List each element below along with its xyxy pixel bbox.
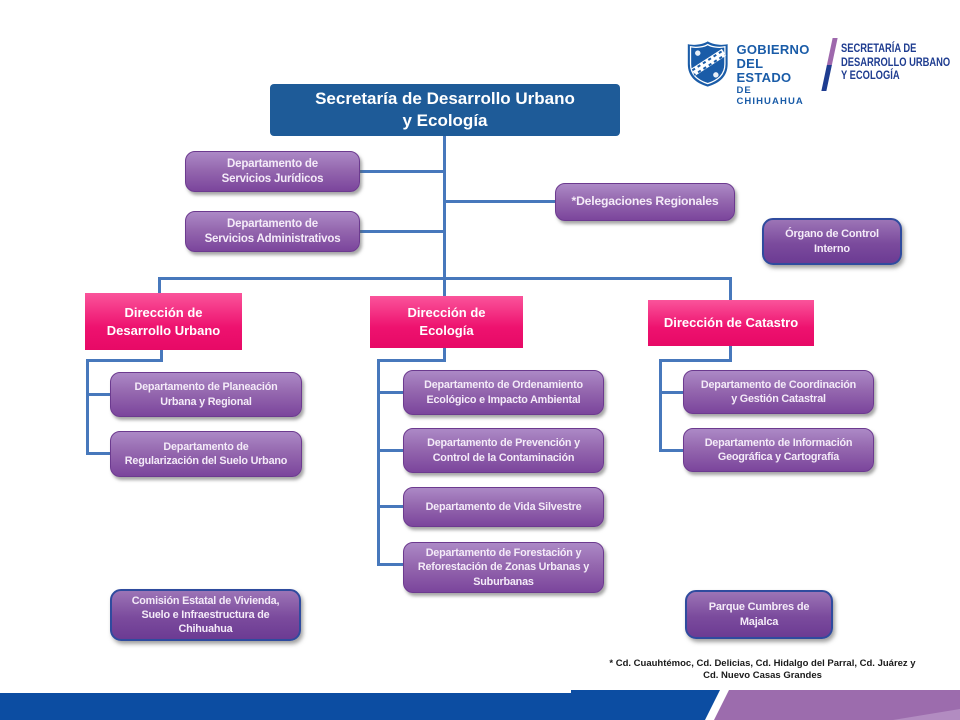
connector-drop-ecologia <box>443 277 446 298</box>
logo-line-gobierno: GOBIERNO <box>736 42 810 57</box>
delegaciones-footnote: * Cd. Cuauhtémoc, Cd. Delicias, Cd. Hida… <box>609 658 916 681</box>
logo-divider-top <box>826 38 838 65</box>
node-depto-ordenamiento-ecologico: Departamento de Ordenamiento Ecológico e… <box>403 370 604 415</box>
node-depto-informacion-geografica: Departamento de Información Geográfica y… <box>683 428 874 472</box>
node-parque-cumbres-majalca: Parque Cumbres de Majalca <box>685 590 833 639</box>
connector-cat-stub2 <box>662 449 683 452</box>
logo-line-del-estado: DEL ESTADO <box>736 56 792 85</box>
connector-juridicos <box>360 170 443 173</box>
connector-eco-trunk <box>377 359 380 566</box>
connector-cat-stub-down <box>729 346 732 362</box>
node-depto-coordinacion-catastral: Departamento de Coordinación y Gestión C… <box>683 370 874 414</box>
logo-divider-bottom <box>821 64 833 91</box>
secretariat-line2: DESARROLLO URBANO <box>841 54 951 69</box>
connector-du-elbow <box>86 359 163 362</box>
logo-wordmark: GOBIERNO DEL ESTADO DE CHIHUAHUA <box>736 42 814 108</box>
node-delegaciones-regionales: *Delegaciones Regionales <box>555 183 735 221</box>
connector-administrativos <box>360 230 443 233</box>
node-depto-planeacion-urbana: Departamento de Planeación Urbana y Regi… <box>110 372 302 417</box>
connector-cat-stub1 <box>662 391 683 394</box>
government-logo: GOBIERNO DEL ESTADO DE CHIHUAHUA SECRETA… <box>686 38 960 107</box>
node-depto-prevencion-contaminacion: Departamento de Prevención y Control de … <box>403 428 604 473</box>
footer-bar-light-purple <box>893 709 960 720</box>
connector-du-stub2 <box>89 452 110 455</box>
node-organo-control-interno: Órgano de Control Interno <box>762 218 902 265</box>
connector-cat-trunk <box>659 359 662 452</box>
node-direccion-ecologia: Dirección de Ecología <box>370 296 523 348</box>
connector-eco-stub4 <box>380 563 403 566</box>
node-comision-estatal-vivienda: Comisión Estatal de Vivienda, Suelo e In… <box>110 589 301 641</box>
connector-drop-catastro <box>729 277 732 302</box>
connector-eco-stub3 <box>380 505 403 508</box>
connector-cat-elbow <box>659 359 732 362</box>
node-depto-regularizacion-suelo: Departamento de Regularización del Suelo… <box>110 431 302 477</box>
connector-du-trunk <box>86 359 89 455</box>
chihuahua-shield-icon <box>687 41 728 87</box>
connector-eco-elbow <box>377 359 446 362</box>
node-direccion-desarrollo-urbano: Dirección de Desarrollo Urbano <box>85 293 242 350</box>
logo-divider-bar <box>821 38 838 91</box>
connector-delegaciones <box>446 200 555 203</box>
node-depto-servicios-administrativos: Departamento de Servicios Administrativo… <box>185 211 360 252</box>
node-depto-forestacion: Departamento de Forestación y Reforestac… <box>403 542 604 593</box>
secretariat-line1: SECRETARÍA DE <box>841 41 917 55</box>
connector-drop-desarrollo-urbano <box>158 277 161 295</box>
node-depto-servicios-juridicos: Departamento de Servicios Jurídicos <box>185 151 360 192</box>
connector-eco-stub1 <box>380 391 403 394</box>
node-direccion-catastro: Dirección de Catastro <box>648 300 814 346</box>
connector-du-stub1 <box>89 393 110 396</box>
footer-bar-purple <box>714 690 960 720</box>
connector-root-trunk <box>443 136 446 280</box>
node-depto-vida-silvestre: Departamento de Vida Silvestre <box>403 487 604 527</box>
secretariat-wordmark: SECRETARÍA DE DESARROLLO URBANO Y ECOLOG… <box>841 41 951 83</box>
footer-bar-blue <box>0 690 720 720</box>
connector-eco-stub-down <box>443 348 446 362</box>
secretariat-line3: Y ECOLOGÍA <box>841 68 900 82</box>
node-secretaria-root: Secretaría de Desarrollo Urbano y Ecolog… <box>270 84 620 136</box>
logo-line-de-chihuahua: DE CHIHUAHUA <box>736 85 804 107</box>
connector-eco-stub2 <box>380 449 403 452</box>
footer-bar <box>0 690 960 720</box>
connector-du-stub-down <box>160 350 163 362</box>
